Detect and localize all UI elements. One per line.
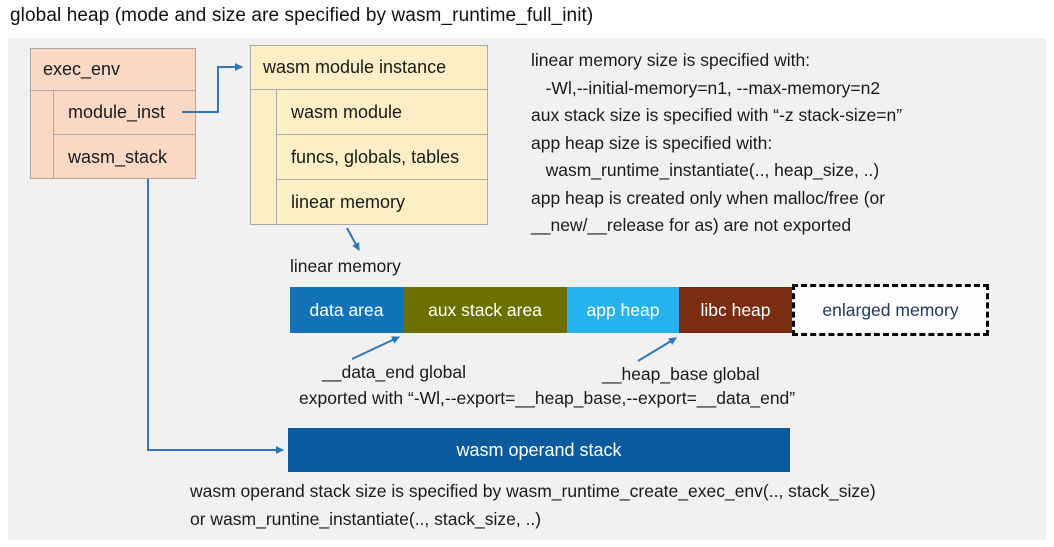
linear-memory-label: linear memory bbox=[290, 256, 401, 276]
memory-size-notes: linear memory size is specified with: -W… bbox=[531, 47, 1043, 240]
module-instance-header: wasm module instance bbox=[251, 46, 487, 90]
exec-env-header: exec_env bbox=[31, 49, 195, 91]
row-funcs-globals-tables: funcs, globals, tables bbox=[277, 135, 487, 180]
note-line: __new/__release for as) are not exported bbox=[531, 215, 852, 235]
heap-base-global-label: __heap_base global bbox=[602, 364, 760, 384]
linear-memory-bar: data area aux stack area app heap libc h… bbox=[290, 284, 989, 336]
note-line: app heap is created only when malloc/fre… bbox=[531, 187, 886, 208]
segment-aux-stack-area: aux stack area bbox=[403, 287, 567, 333]
exec-env-box: exec_env module_inst wasm_stack bbox=[30, 48, 196, 179]
segment-app-heap: app heap bbox=[567, 287, 679, 333]
operand-stack-notes: wasm operand stack size is specified by … bbox=[190, 478, 1030, 533]
row-linear-memory: linear memory bbox=[291, 192, 406, 212]
exec-env-rows: module_inst wasm_stack bbox=[53, 91, 195, 179]
segment-enlarged-memory: enlarged memory bbox=[792, 284, 989, 336]
note-line: aux stack size is specified with “-z sta… bbox=[531, 105, 903, 125]
module-instance-rows: wasm module funcs, globals, tables linea… bbox=[276, 90, 487, 225]
module-instance-box: wasm module instance wasm module funcs, … bbox=[250, 45, 488, 225]
note-line: app heap size is specified with: bbox=[531, 132, 773, 153]
note-line: -Wl,--initial-memory=n1, --max-memory=n2 bbox=[531, 77, 881, 98]
note-line: or wasm_runtine_instantiate(.., stack_si… bbox=[190, 508, 542, 529]
segment-data-area: data area bbox=[290, 287, 403, 333]
export-flags-note: exported with “-Wl,--export=__heap_base,… bbox=[299, 388, 796, 408]
note-line: wasm operand stack size is specified by … bbox=[190, 481, 876, 501]
data-end-global-label: __data_end global bbox=[322, 362, 467, 382]
diagram-title: global heap (mode and size are specified… bbox=[10, 5, 594, 26]
row-module-inst: module_inst bbox=[54, 91, 195, 135]
note-line: linear memory size is specified with: bbox=[531, 50, 811, 70]
wasm-operand-stack-bar: wasm operand stack bbox=[288, 428, 790, 472]
row-wasm-stack: wasm_stack bbox=[68, 146, 168, 167]
row-wasm-module: wasm module bbox=[277, 90, 487, 135]
segment-libc-heap: libc heap bbox=[679, 287, 792, 333]
note-line: wasm_runtime_instantiate(.., heap_size, … bbox=[531, 160, 880, 180]
